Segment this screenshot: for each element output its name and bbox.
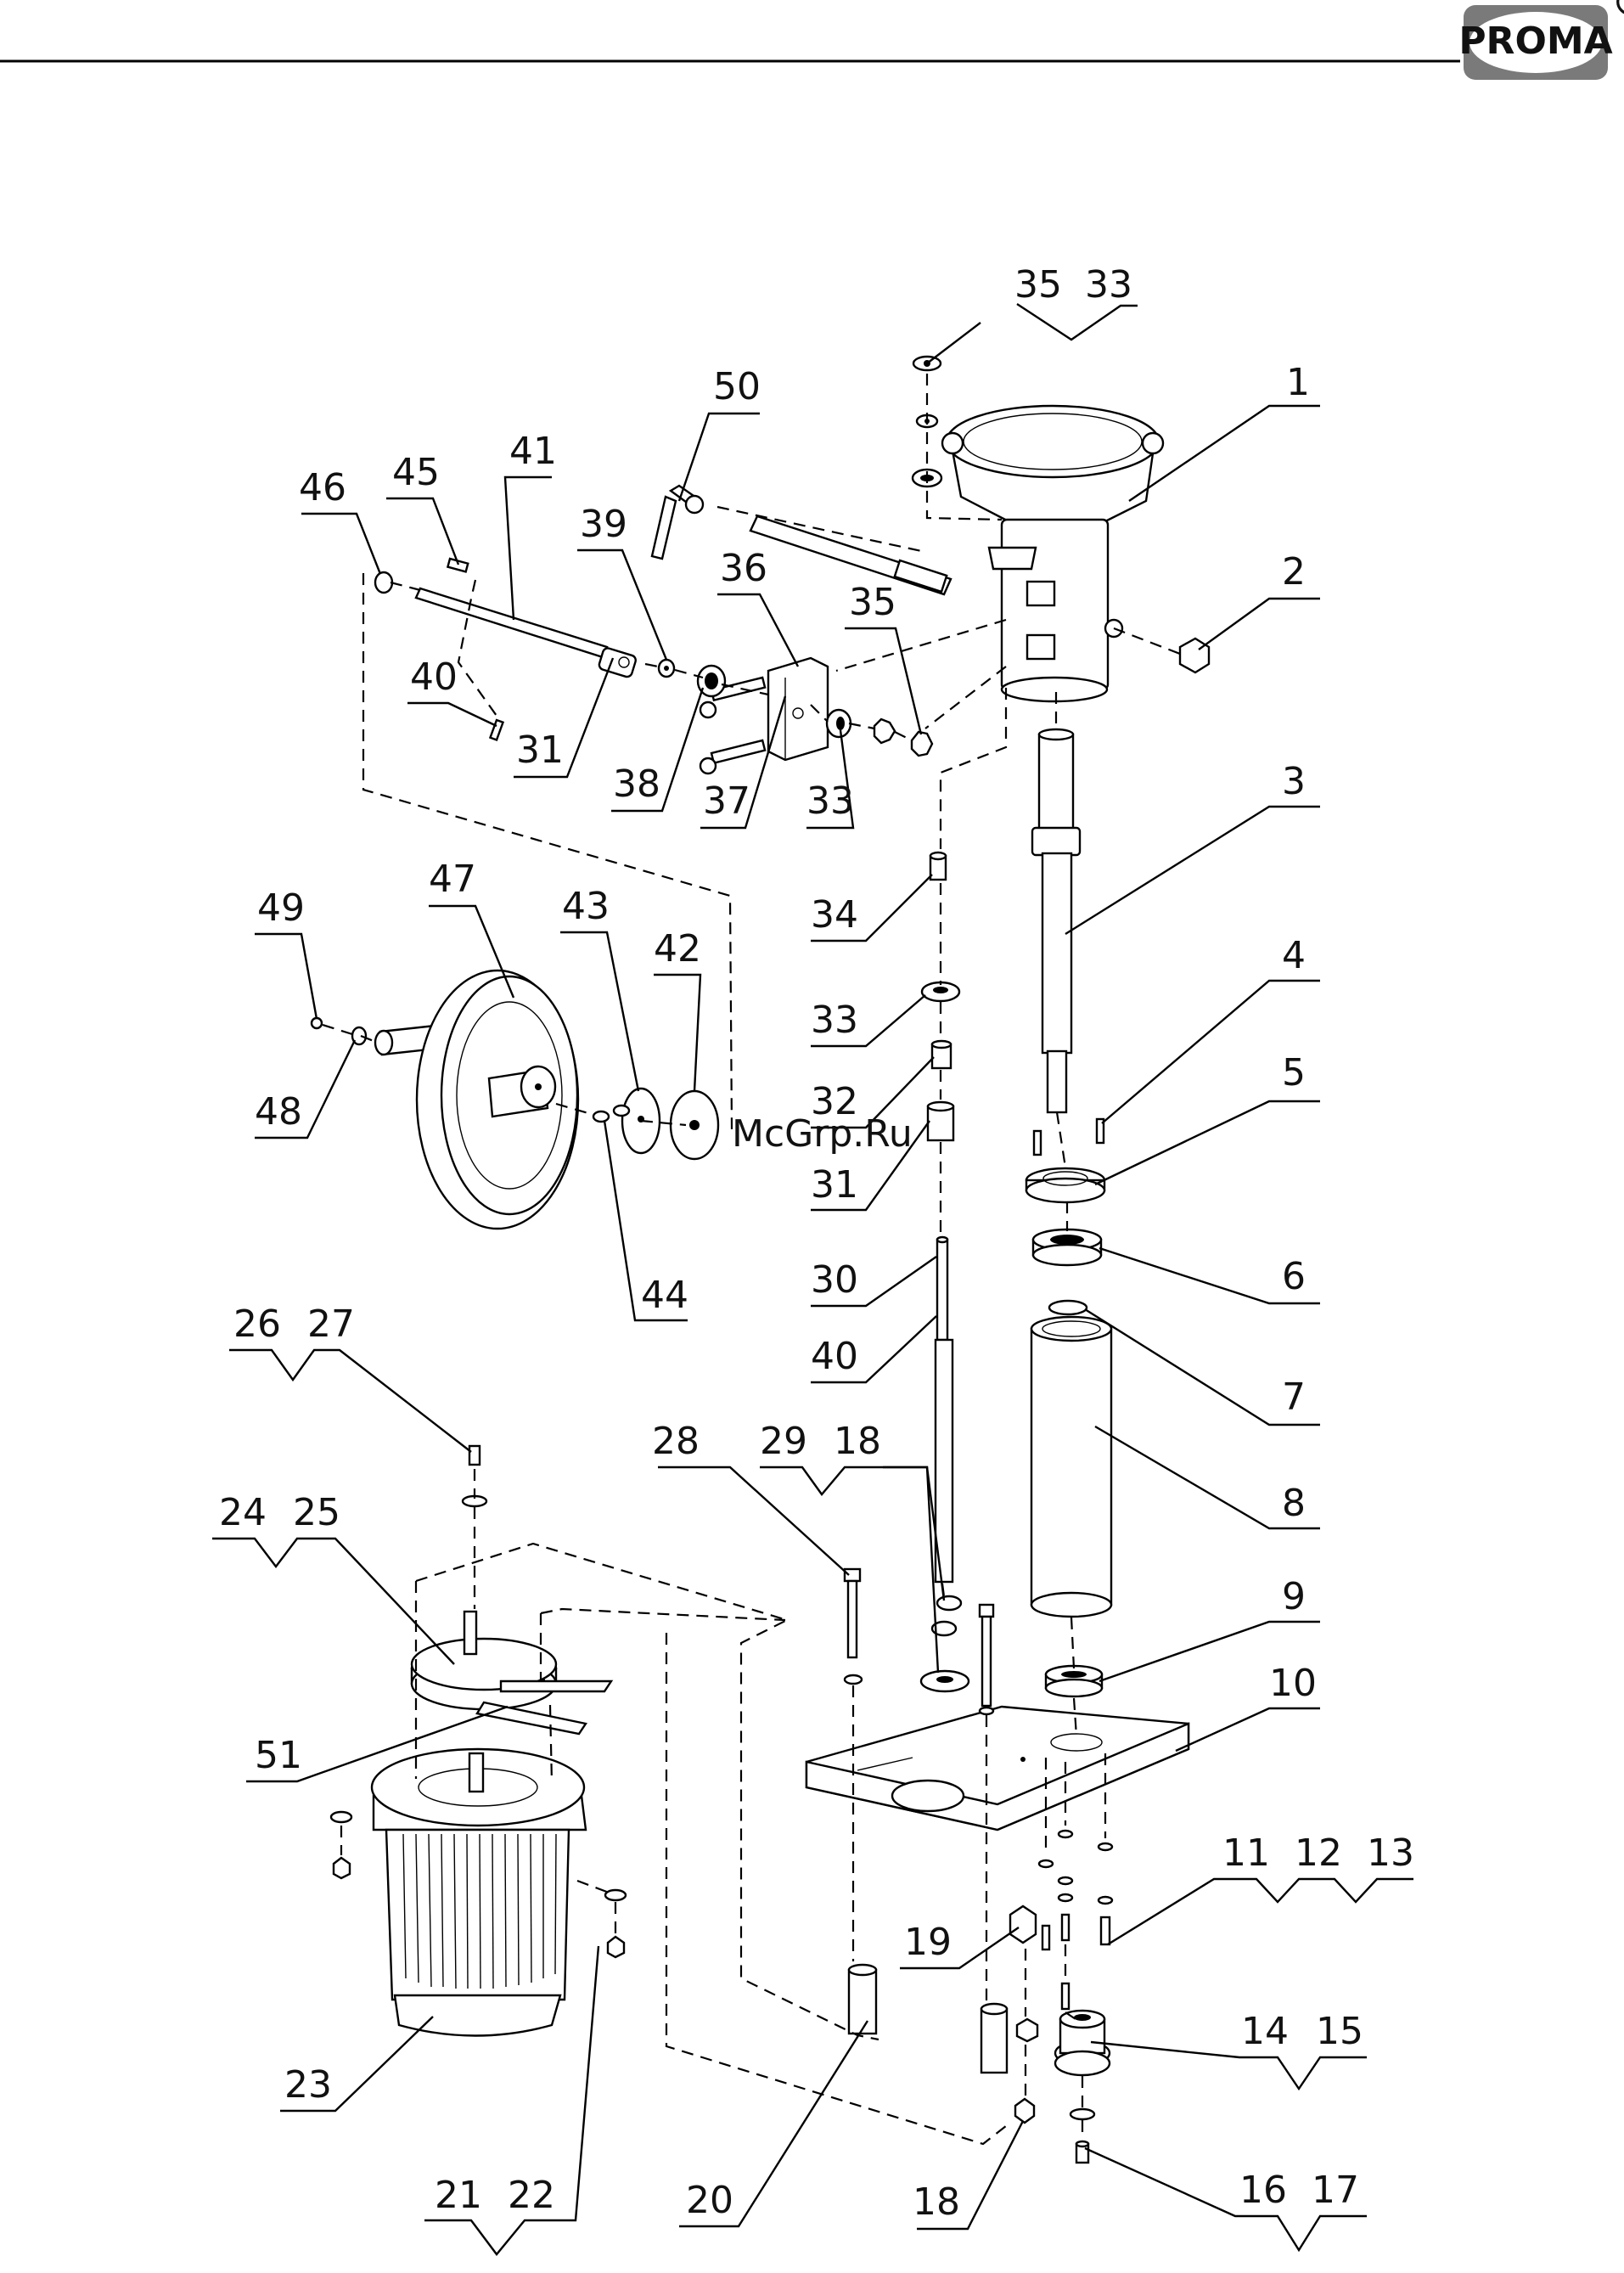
- callout-50: 50: [713, 365, 761, 408]
- bearing-9: [1046, 1666, 1102, 1696]
- callout-29: 29: [760, 1420, 807, 1463]
- callout-34: 34: [811, 893, 858, 937]
- callout-36: 36: [720, 547, 767, 590]
- callout-49: 49: [257, 886, 305, 930]
- callout-40-upper: 40: [410, 655, 458, 699]
- callout-40-lower: 40: [811, 1335, 858, 1378]
- callout-20: 20: [686, 2179, 733, 2222]
- callout-31-upper: 31: [516, 729, 564, 772]
- callout-13: 13: [1367, 1831, 1414, 1875]
- callout-48: 48: [255, 1090, 302, 1134]
- callout-11: 11: [1222, 1831, 1270, 1875]
- nut-2: [1180, 639, 1209, 672]
- disc-42: [671, 1091, 718, 1159]
- callout-33-top: 33: [1085, 263, 1132, 307]
- callout-41: 41: [509, 430, 557, 473]
- quill-sleeve-8: [1031, 1317, 1111, 1617]
- callout-22: 22: [508, 2174, 555, 2217]
- callout-1: 1: [1286, 361, 1310, 404]
- spindle-shaft-3: [1032, 729, 1080, 1112]
- nut-19: [1010, 1906, 1036, 1943]
- watermark-text: McGrp.Ru: [732, 1112, 913, 1156]
- lower-spacer: [981, 2004, 1007, 2073]
- callout-33-mid: 33: [811, 999, 858, 1042]
- screw-4b: [1034, 1131, 1041, 1155]
- head-casting: [942, 406, 1163, 701]
- callout-38: 38: [613, 762, 660, 806]
- callout-10: 10: [1269, 1662, 1317, 1705]
- motor-23: [372, 1749, 586, 2036]
- callout-6: 6: [1282, 1255, 1306, 1298]
- washer-46: [375, 572, 392, 593]
- callout-16: 16: [1239, 2169, 1287, 2212]
- fasteners-11-13: [1039, 1831, 1112, 2009]
- callout-3: 3: [1282, 760, 1306, 803]
- snap-ring-7: [1049, 1301, 1087, 1314]
- callout-21: 21: [435, 2174, 482, 2217]
- callout-42: 42: [654, 927, 701, 971]
- callout-43: 43: [562, 885, 610, 928]
- handwheel-47: [375, 971, 578, 1229]
- callout-37: 37: [703, 779, 750, 823]
- nut-18-lower: [1015, 2099, 1034, 2123]
- logo-text: PROMA: [1458, 20, 1612, 63]
- washer-39: [659, 660, 674, 677]
- callout-27: 27: [307, 1302, 355, 1346]
- callout-17: 17: [1312, 2169, 1359, 2212]
- callout-23: 23: [284, 2063, 332, 2107]
- callout-51: 51: [255, 1734, 302, 1777]
- callout-44: 44: [641, 1274, 688, 1317]
- callout-7: 7: [1282, 1376, 1306, 1419]
- callout-19: 19: [904, 1921, 952, 1964]
- base-plate-10: [806, 1707, 1188, 1830]
- callout-26: 26: [233, 1302, 281, 1346]
- bolt-29: [980, 1605, 993, 1714]
- washer-16: [1070, 2109, 1094, 2119]
- callout-33-block: 33: [806, 779, 854, 823]
- screw-49: [312, 1018, 322, 1028]
- nut-lower-b: [1017, 2019, 1037, 2041]
- callout-28: 28: [652, 1420, 700, 1463]
- callout-45: 45: [392, 451, 440, 494]
- callout-31-lower: 31: [811, 1163, 858, 1207]
- callout-14: 14: [1241, 2010, 1289, 2053]
- bolt-28: [845, 1569, 862, 1684]
- registered-mark: ®: [1611, 0, 1624, 25]
- callout-18-upper: 18: [834, 1420, 881, 1463]
- callout-39: 39: [580, 503, 627, 546]
- callout-47: 47: [429, 858, 476, 901]
- callout-5: 5: [1282, 1051, 1306, 1094]
- depth-rod-30: [936, 1237, 952, 1582]
- feed-shaft-50: [652, 486, 951, 594]
- callout-18-lower: 18: [913, 2180, 960, 2224]
- callout-24: 24: [219, 1491, 267, 1534]
- proma-logo: PROMA ®: [1458, 0, 1624, 80]
- callout-9: 9: [1282, 1575, 1306, 1618]
- callout-46: 46: [299, 466, 346, 509]
- callout-35-mid: 35: [849, 581, 896, 624]
- callout-15: 15: [1316, 2010, 1363, 2053]
- callout-35-top: 35: [1014, 263, 1062, 307]
- spacer-20: [849, 1965, 876, 2034]
- callout-30: 30: [811, 1258, 858, 1302]
- callout-12: 12: [1295, 1831, 1342, 1875]
- callout-4: 4: [1282, 934, 1306, 977]
- nut-group-18: [921, 1596, 969, 1691]
- motor-pulley-24: [412, 1612, 611, 1734]
- callout-8: 8: [1282, 1482, 1306, 1525]
- callout-2: 2: [1282, 550, 1306, 594]
- bearing-6: [1033, 1229, 1101, 1265]
- flange-5: [1026, 1168, 1104, 1202]
- callout-25: 25: [293, 1491, 340, 1534]
- screw-17: [1076, 2141, 1088, 2163]
